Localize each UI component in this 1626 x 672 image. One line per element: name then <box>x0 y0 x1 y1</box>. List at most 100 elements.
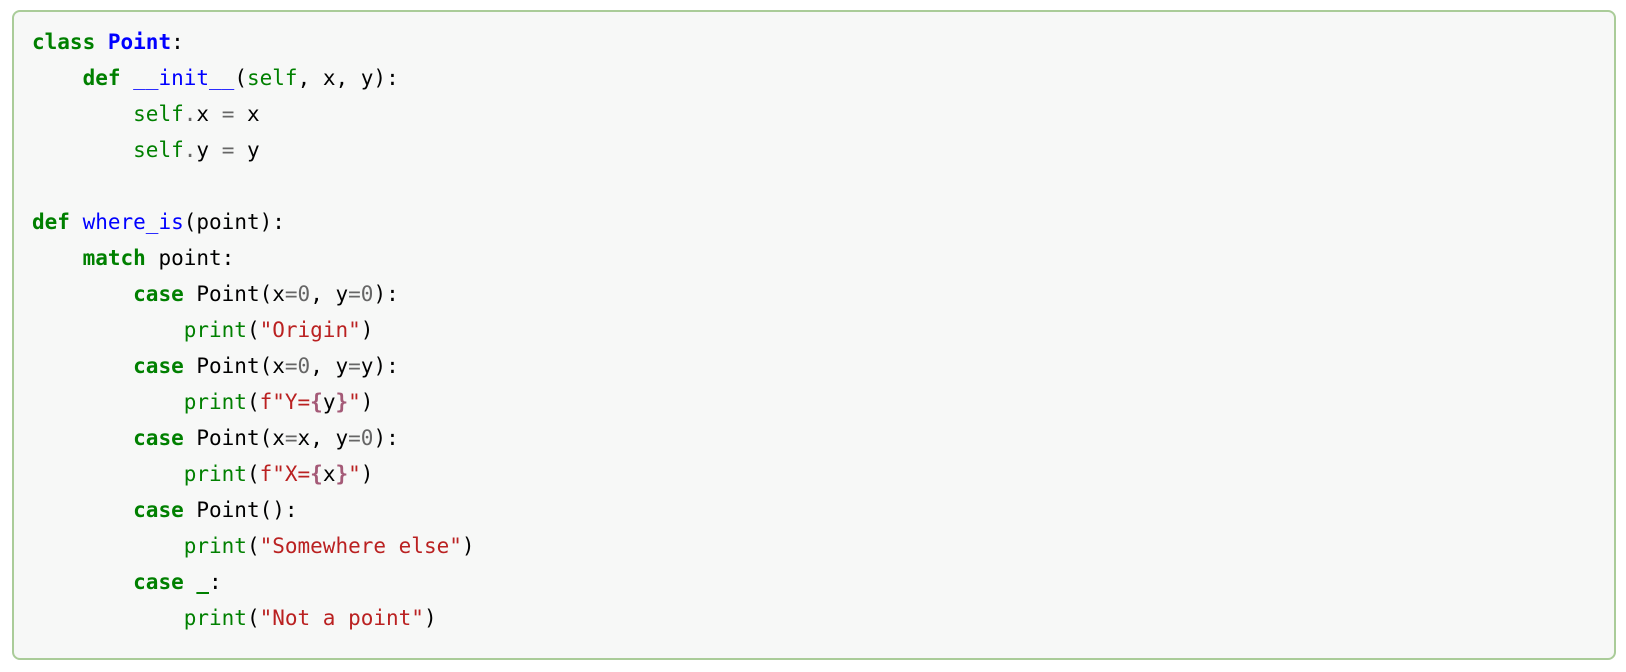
code-line: print("Somewhere else") <box>32 534 475 558</box>
code-token: , y <box>310 354 349 378</box>
code-line: print("Origin") <box>32 318 374 342</box>
code-token: "Origin" <box>259 318 361 342</box>
code-token: "Somewhere else" <box>259 534 462 558</box>
code-token: ): <box>373 282 399 306</box>
code-token <box>32 246 83 270</box>
code-token: _ <box>196 570 210 594</box>
code-token <box>32 534 184 558</box>
code-token: case <box>133 570 184 594</box>
code-token: ( <box>234 66 247 90</box>
code-token: = <box>348 426 361 450</box>
code-token <box>32 354 133 378</box>
code-token: 0 <box>297 354 311 378</box>
code-token: x <box>196 102 222 126</box>
code-token <box>32 102 133 126</box>
code-token: x <box>322 462 336 486</box>
code-token <box>95 30 108 54</box>
code-token: print <box>183 390 247 414</box>
code-block-panel: class Point: def __init__(self, x, y): s… <box>12 10 1616 660</box>
code-token: (point): <box>183 210 285 234</box>
code-token: case <box>133 498 184 522</box>
code-token <box>32 318 184 342</box>
code-token: case <box>133 354 184 378</box>
code-token: def <box>82 66 121 90</box>
code-token <box>184 570 197 594</box>
code-token: = <box>284 354 298 378</box>
code-token: 0 <box>360 426 374 450</box>
code-token: "Not a point" <box>259 606 424 630</box>
code-token: = <box>221 138 235 162</box>
code-token <box>32 426 133 450</box>
code-token: y <box>196 138 222 162</box>
code-token: , x, y): <box>297 66 399 90</box>
code-token: def <box>32 210 70 234</box>
code-line: match point: <box>32 246 235 270</box>
code-token: } <box>335 462 349 486</box>
code-token: print <box>183 462 247 486</box>
code-token: f"X= <box>259 462 311 486</box>
code-token: { <box>310 462 323 486</box>
code-token: __init__ <box>133 66 235 90</box>
code-line: case _: <box>32 570 222 594</box>
code-token: = <box>221 102 235 126</box>
code-token: self <box>246 66 298 90</box>
code-token: = <box>284 282 298 306</box>
code-line: case Point(x=x, y=0): <box>32 426 399 450</box>
code-line: print(f"Y={y}") <box>32 390 374 414</box>
code-token <box>32 570 133 594</box>
code-token: print <box>183 318 247 342</box>
code-token <box>32 606 184 630</box>
code-token <box>32 66 83 90</box>
code-token: class <box>32 30 96 54</box>
code-token: f"Y= <box>259 390 311 414</box>
code-token <box>121 66 134 90</box>
code-token <box>32 498 133 522</box>
code-token: ( <box>246 606 260 630</box>
code-line: def where_is(point): <box>32 210 285 234</box>
code-line: case Point(x=0, y=y): <box>32 354 399 378</box>
code-token: point: <box>145 246 235 270</box>
code-token: = <box>284 426 298 450</box>
code-token: match <box>82 246 146 270</box>
code-token: . <box>183 102 197 126</box>
code-token <box>32 390 184 414</box>
code-line: def __init__(self, x, y): <box>32 66 399 90</box>
code-token: x, y <box>297 426 349 450</box>
code-token: = <box>348 282 361 306</box>
code-token: ) <box>360 462 374 486</box>
code-token: case <box>133 426 184 450</box>
code-token: ( <box>246 390 260 414</box>
code-token: = <box>348 354 361 378</box>
code-token: ) <box>423 606 437 630</box>
code-token: ( <box>246 534 260 558</box>
code-line: class Point: <box>32 30 184 54</box>
code-token: y <box>322 390 336 414</box>
code-token <box>70 210 83 234</box>
code-token: ( <box>246 318 260 342</box>
code-token: , y <box>310 282 349 306</box>
code-token: } <box>335 390 349 414</box>
code-token: y): <box>360 354 399 378</box>
code-token: y <box>234 138 260 162</box>
code-token <box>32 282 133 306</box>
code-token: { <box>310 390 323 414</box>
code-token: : <box>171 30 184 54</box>
code-token: : <box>209 570 222 594</box>
code-token: Point(): <box>183 498 298 522</box>
code-token: Point <box>107 30 172 54</box>
code-line: self.y = y <box>32 138 260 162</box>
code-token: self <box>133 138 184 162</box>
code-token: Point(x <box>183 354 285 378</box>
code-token: . <box>183 138 197 162</box>
code-token: print <box>183 606 247 630</box>
code-token: where_is <box>82 210 184 234</box>
code-token: x <box>234 102 260 126</box>
code-token: " <box>348 390 361 414</box>
code-token: print <box>183 534 247 558</box>
code-token: ) <box>360 390 374 414</box>
code-token: ( <box>246 462 260 486</box>
code-line: print(f"X={x}") <box>32 462 374 486</box>
code-line: case Point(): <box>32 498 298 522</box>
code-token: ): <box>373 426 399 450</box>
code-line: print("Not a point") <box>32 606 437 630</box>
